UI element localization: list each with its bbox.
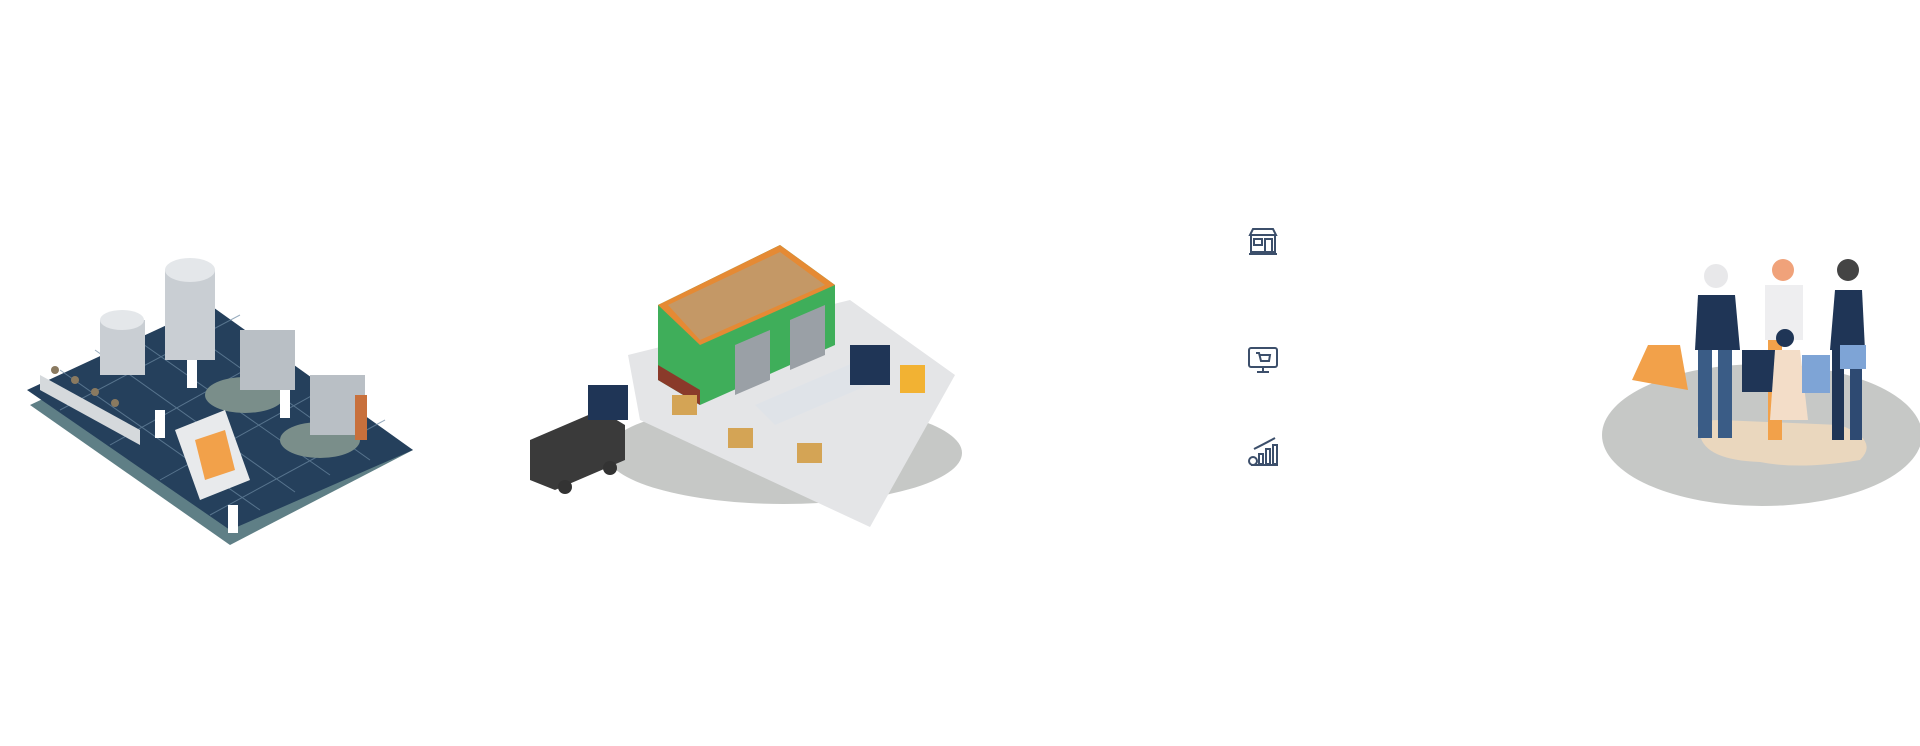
sales-growth-chart-icon — [1248, 437, 1278, 466]
storefront-icon — [1248, 228, 1278, 255]
factory-illustration — [27, 258, 413, 545]
online-shopping-cart-monitor-icon — [1248, 347, 1278, 373]
shoppers-illustration — [1602, 259, 1920, 506]
warehouse-illustration — [530, 245, 962, 527]
